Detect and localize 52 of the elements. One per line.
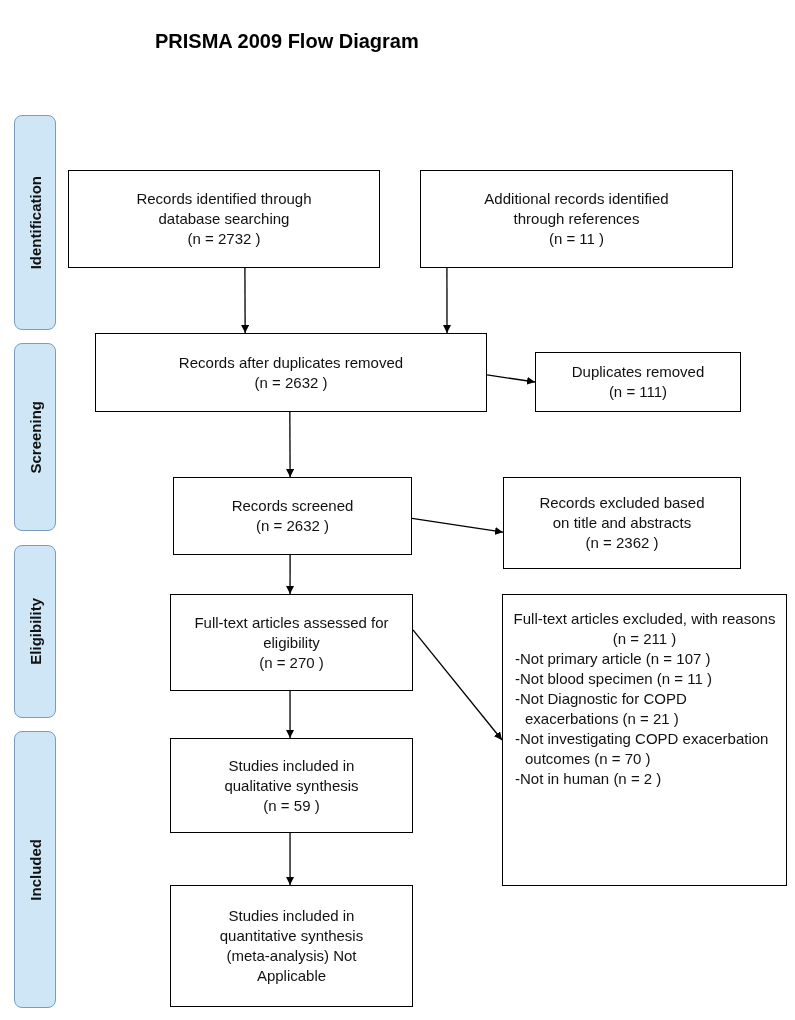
box-text: Studies included in quantitative synthesis (meta-analysis) Not Applicable	[218, 906, 365, 986]
box-text: Studies included in qualitative synthesis	[223, 755, 360, 796]
box-text: Records after duplicates removed	[178, 352, 404, 373]
box-text: (n = 2732 )	[187, 229, 261, 249]
box-text: Records excluded based on title and abstracts	[538, 493, 706, 533]
box-text: Records screened	[231, 496, 354, 516]
process-box	[173, 477, 412, 555]
process-box	[503, 477, 741, 569]
box-text: (n = 211 )	[611, 629, 678, 649]
box-text: (n = 2362 )	[585, 533, 659, 553]
box-text: (n = 11 )	[548, 229, 605, 249]
box-text: Duplicates removed	[571, 362, 705, 382]
arrow	[286, 411, 295, 478]
reason-item: -Not investigating COPD exacerbation outcomes (n = 70 )	[514, 729, 770, 769]
phase-band	[14, 545, 56, 718]
box-text: (n = 111)	[608, 382, 668, 402]
box-text: (n = 2632 )	[254, 372, 328, 393]
phase-label: Screening	[26, 400, 44, 474]
arrow	[443, 267, 451, 334]
reason-item: -Not primary article (n = 107 )	[514, 649, 712, 669]
phase-label: Included	[26, 838, 44, 901]
arrow	[286, 832, 295, 886]
arrow	[486, 374, 536, 385]
reason-item: -Not blood specimen (n = 11 )	[514, 669, 713, 689]
phase-label: Eligibility	[26, 598, 44, 665]
process-box	[170, 738, 413, 833]
reason-item: -Not in human (n = 2 )	[514, 769, 663, 789]
arrow	[411, 517, 504, 535]
box-text: Full-text articles assessed for eligibility	[193, 612, 390, 653]
box-text: (n = 59 )	[263, 795, 320, 816]
arrow	[412, 629, 503, 741]
arrow	[286, 690, 295, 739]
box-text: (n = 2632 )	[256, 516, 329, 536]
arrow	[241, 267, 250, 334]
box-text: Records identified through database searching	[135, 189, 313, 229]
reason-item: -Not Diagnostic for COPD exacerbations (n = 21 )	[514, 689, 688, 729]
process-box	[170, 885, 413, 1007]
phase-band	[14, 115, 56, 330]
process-box	[420, 170, 733, 268]
process-box	[535, 352, 741, 412]
box-text: Full-text articles excluded, with reasons	[512, 609, 777, 629]
phase-band	[14, 343, 56, 531]
box-text: Additional records identified through references	[483, 189, 670, 229]
process-box	[68, 170, 380, 268]
arrow	[286, 554, 295, 595]
phase-label: Identification	[26, 175, 44, 270]
process-box	[95, 333, 487, 412]
diagram-title: PRISMA 2009 Flow Diagram	[155, 30, 419, 53]
process-box	[502, 594, 787, 886]
box-text: (n = 270 )	[259, 652, 324, 673]
process-box	[170, 594, 413, 691]
phase-band	[14, 731, 56, 1008]
